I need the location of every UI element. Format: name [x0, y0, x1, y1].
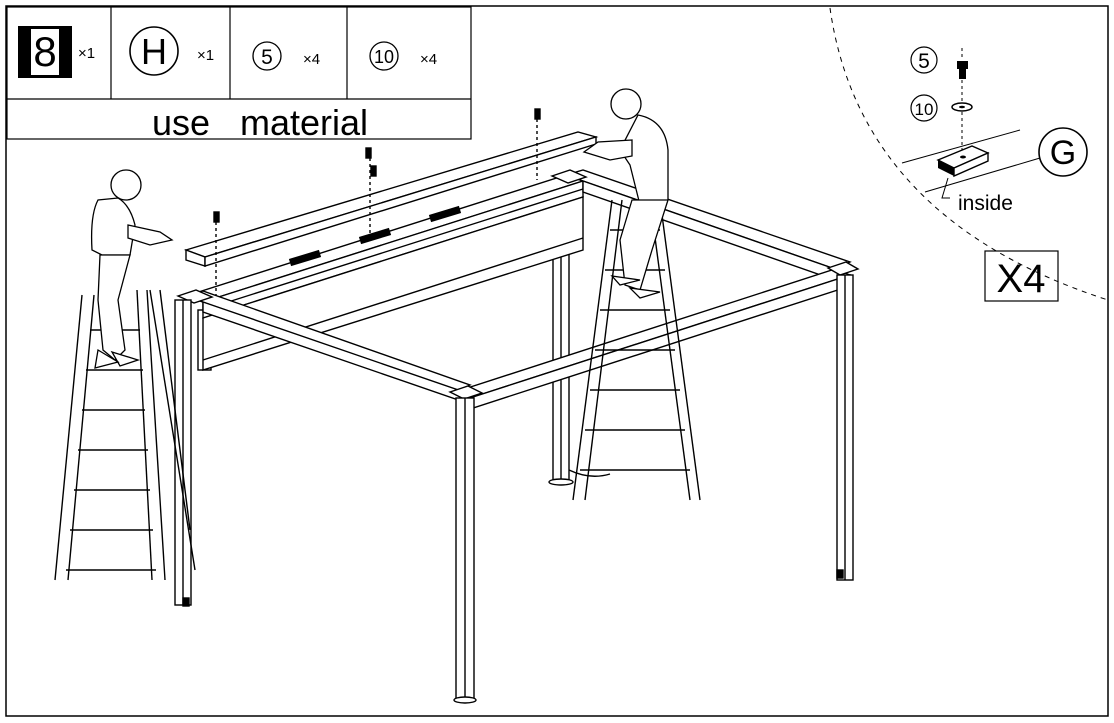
page-frame — [5, 5, 1109, 717]
material-part-h: H ×1 — [129, 26, 214, 76]
part-g-block — [936, 145, 990, 178]
right-ladder — [572, 199, 701, 501]
part-10-label: 10 — [374, 47, 394, 67]
part-10-qty: ×4 — [420, 51, 437, 68]
part-8-qty: ×1 — [78, 45, 95, 62]
detail-boundary — [829, 7, 1109, 301]
detail-callout: 5 10 G inside — [829, 7, 1109, 302]
washer-icon — [951, 80, 973, 152]
gazebo-frame — [174, 108, 860, 704]
front-right-beam — [452, 268, 853, 410]
part-5-label: 5 — [261, 46, 273, 69]
corner-cap-back — [550, 169, 588, 184]
material-part-8: 8 ×1 — [18, 26, 95, 78]
bolt-icon — [957, 48, 968, 79]
part-5-qty: ×4 — [303, 51, 320, 68]
part-8-label: 8 — [33, 28, 56, 75]
front-left-post — [174, 299, 192, 607]
front-center-post — [453, 397, 477, 704]
corner-cap-front — [448, 385, 484, 400]
left-ladder — [54, 289, 196, 581]
materials-table: 8 ×1 H ×1 5 ×4 10 ×4 use material — [6, 6, 472, 143]
material-part-10: 10 ×4 — [369, 41, 437, 71]
material-part-5: 5 ×4 — [252, 41, 320, 71]
use-material-caption: use material — [152, 102, 368, 143]
detail-inside-label: inside — [958, 192, 1013, 215]
screw-markers — [213, 108, 541, 300]
detail-repeat-label: X4 — [997, 257, 1046, 301]
front-right-post — [836, 274, 854, 581]
left-worker — [90, 169, 174, 369]
part-h-label: H — [141, 31, 167, 72]
cover-strip — [183, 131, 599, 267]
part-h-qty: ×1 — [197, 47, 214, 64]
detail-part-g-label: G — [1050, 134, 1076, 172]
detail-bolt-label: 5 — [918, 50, 930, 73]
corner-cap-right — [826, 261, 860, 276]
detail-washer-label: 10 — [915, 100, 934, 119]
right-worker — [582, 88, 669, 299]
